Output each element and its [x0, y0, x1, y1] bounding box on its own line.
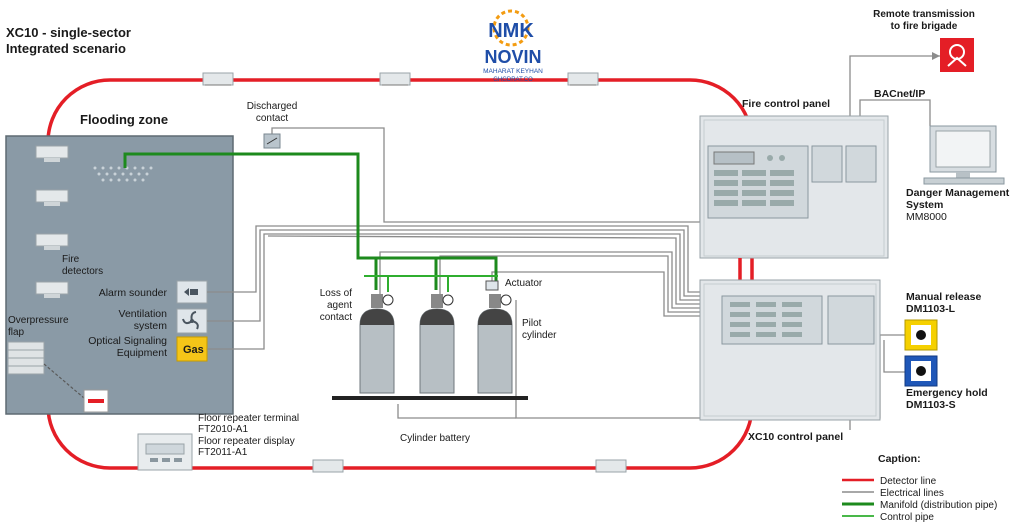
loop-detector [595, 459, 627, 473]
alarm-sounder-label: Alarm sounder [99, 287, 168, 299]
caption-item: Detector line [842, 476, 937, 487]
floor-repeater-label-4: FT2011-A1 [198, 447, 248, 458]
fire-control-panel [699, 115, 889, 259]
overpressure-flap [7, 341, 45, 375]
ventilation-label: Ventilation [119, 308, 168, 320]
discharge-nozzle [93, 166, 153, 182]
transmission-arrow [932, 52, 940, 60]
svg-text:NMK: NMK [488, 20, 534, 42]
fire-brigade-icon [940, 38, 974, 72]
fire-detectors-label-2: detectors [62, 266, 103, 277]
flooding-zone-label: Flooding zone [80, 112, 168, 127]
svg-text:Electrical lines: Electrical lines [880, 488, 944, 499]
bacnet-label: BACnet/IP [874, 88, 925, 100]
loop-manual-device [83, 389, 109, 413]
emergency-hold-button [904, 355, 938, 387]
gas-signal-device: Gas [176, 336, 208, 362]
fire-control-panel-label: Fire control panel [742, 98, 830, 110]
emergency-hold-label: Emergency hold [906, 387, 988, 399]
floor-repeater-label-3: Floor repeater display [198, 436, 295, 447]
manual-release-label-2: DM1103-L [906, 303, 956, 315]
loop-detector [379, 72, 411, 86]
loop-detector [202, 72, 234, 86]
novin-logo: NMK NOVIN MAHARAT KEYHAN GHGDRAT.CO [483, 9, 543, 83]
xc10-control-panel [699, 279, 881, 421]
manual-release-label: Manual release [906, 291, 981, 303]
svg-text:Gas: Gas [183, 344, 204, 356]
fire-detector [35, 233, 69, 250]
ventilation-label-2: system [134, 320, 168, 332]
caption-title: Caption: [878, 453, 921, 465]
fire-detectors-label: Fire [62, 254, 80, 265]
manifold-pipe [123, 152, 498, 290]
remote-transmission-label-2: to fire brigade [891, 21, 958, 32]
actuator-label: Actuator [505, 278, 543, 289]
pilot-cylinder [477, 280, 513, 394]
manual-release-button [904, 319, 938, 351]
optical-label: Optical Signaling [88, 335, 167, 347]
svg-text:NOVIN: NOVIN [484, 47, 541, 67]
floor-repeater-label: Floor repeater terminal [198, 413, 299, 424]
caption-item: Control pipe [842, 512, 934, 523]
cylinder-battery-label: Cylinder battery [400, 433, 470, 444]
floor-repeater-display [137, 433, 193, 471]
overpressure-label: Overpressure [8, 315, 69, 326]
dms-label: Danger Management [906, 187, 1010, 199]
diagram-title-line1: XC10 - single-sector [6, 25, 131, 40]
pilot-cylinder-label-2: cylinder [522, 330, 557, 341]
control-pipe [364, 275, 498, 292]
svg-text:Detector line: Detector line [880, 476, 937, 487]
loss-agent-label-2: agent [327, 300, 352, 311]
dms-computer [923, 125, 1005, 185]
flap-link [43, 363, 85, 399]
discharged-contact-device [263, 133, 281, 149]
caption-item: Electrical lines [842, 488, 944, 499]
pilot-cylinder-label: Pilot [522, 318, 542, 329]
dms-label-2: System [906, 199, 943, 211]
svg-text:Control pipe: Control pipe [880, 512, 934, 523]
svg-text:MAHARAT KEYHAN: MAHARAT KEYHAN [483, 68, 543, 75]
optical-label-2: Equipment [117, 347, 167, 359]
remote-transmission-label: Remote transmission [873, 9, 975, 20]
loss-agent-label: Loss of [320, 288, 352, 299]
svg-text:Manifold (distribution pipe): Manifold (distribution pipe) [880, 500, 997, 511]
overpressure-label-2: flap [8, 327, 25, 338]
dms-label-3: MM8000 [906, 211, 947, 223]
fire-detector [35, 189, 69, 206]
cylinder-rack [332, 396, 528, 400]
ventilation-device [176, 308, 208, 334]
loop-detector [312, 459, 344, 473]
floor-repeater-label-2: FT2010-A1 [198, 424, 248, 435]
loop-detector [567, 72, 599, 86]
alarm-sounder-device [176, 280, 208, 304]
fire-detector [35, 281, 69, 298]
loss-agent-label-3: contact [320, 312, 352, 323]
emergency-hold-label-2: DM1103-S [906, 399, 956, 411]
xc10-panel-label: XC10 control panel [748, 431, 843, 443]
fire-detector [35, 145, 69, 162]
discharged-contact-label: Discharged [247, 101, 298, 112]
cylinder [359, 294, 395, 394]
discharged-contact-label-2: contact [256, 113, 288, 124]
diagram-title-line2: Integrated scenario [6, 41, 126, 56]
caption-item: Manifold (distribution pipe) [842, 500, 997, 511]
cylinder [419, 294, 455, 394]
svg-text:GHGDRAT.CO: GHGDRAT.CO [493, 77, 533, 83]
